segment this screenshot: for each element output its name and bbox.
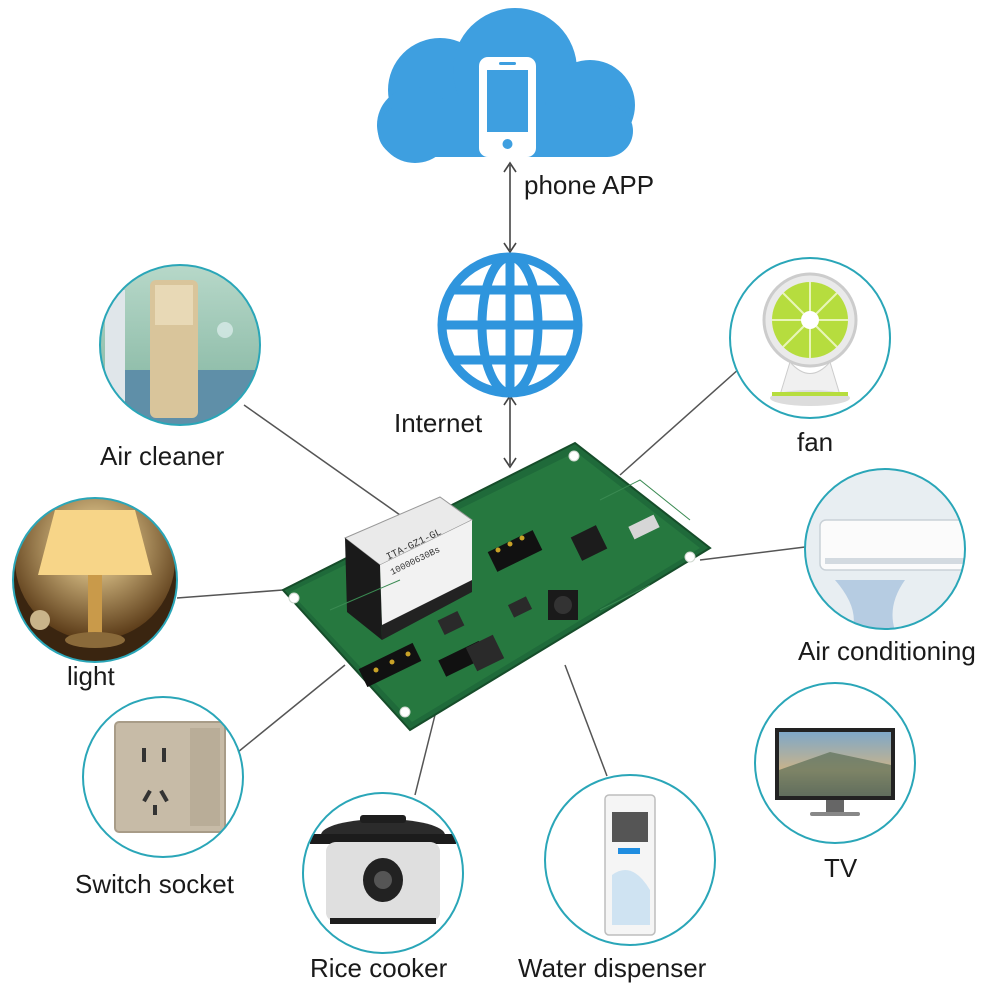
line-light xyxy=(176,589,284,599)
label-air-conditioning: Air conditioning xyxy=(798,636,976,666)
cloud-icon xyxy=(377,8,635,163)
device-fan xyxy=(729,257,891,419)
label-water-dispenser: Water dispenser xyxy=(518,953,707,983)
phone-icon xyxy=(479,57,536,157)
line-air-cleaner xyxy=(243,404,401,516)
arrow-cloud-internet xyxy=(503,161,517,254)
connector-lines xyxy=(176,367,806,796)
device-water-dispenser xyxy=(544,774,716,946)
line-water-dispenser xyxy=(564,664,608,777)
relay-component: ITA-GZ1-GL 10000630Bs xyxy=(344,496,473,640)
line-switch-socket xyxy=(237,664,346,753)
label-tv: TV xyxy=(824,853,858,883)
device-air-cleaner xyxy=(99,264,261,426)
label-light: light xyxy=(67,661,115,691)
internet-label: Internet xyxy=(394,408,483,438)
label-switch-socket: Switch socket xyxy=(75,869,234,899)
line-fan xyxy=(619,367,741,476)
arrow-internet-board xyxy=(503,394,517,469)
label-fan: fan xyxy=(797,427,834,457)
phone-app-label: phone APP xyxy=(524,170,655,200)
label-rice-cooker: Rice cooker xyxy=(310,953,448,983)
relay-board: ITA-GZ1-GL 10000630Bs xyxy=(281,441,712,732)
device-light xyxy=(12,497,178,663)
device-air-conditioning xyxy=(804,468,966,630)
device-switch-socket xyxy=(82,696,244,858)
device-rice-cooker xyxy=(302,792,464,954)
label-air-cleaner: Air cleaner xyxy=(100,441,225,471)
line-air-conditioning xyxy=(699,546,806,561)
device-tv xyxy=(754,682,916,844)
globe-icon xyxy=(437,252,583,398)
line-rice-cooker xyxy=(414,714,436,796)
